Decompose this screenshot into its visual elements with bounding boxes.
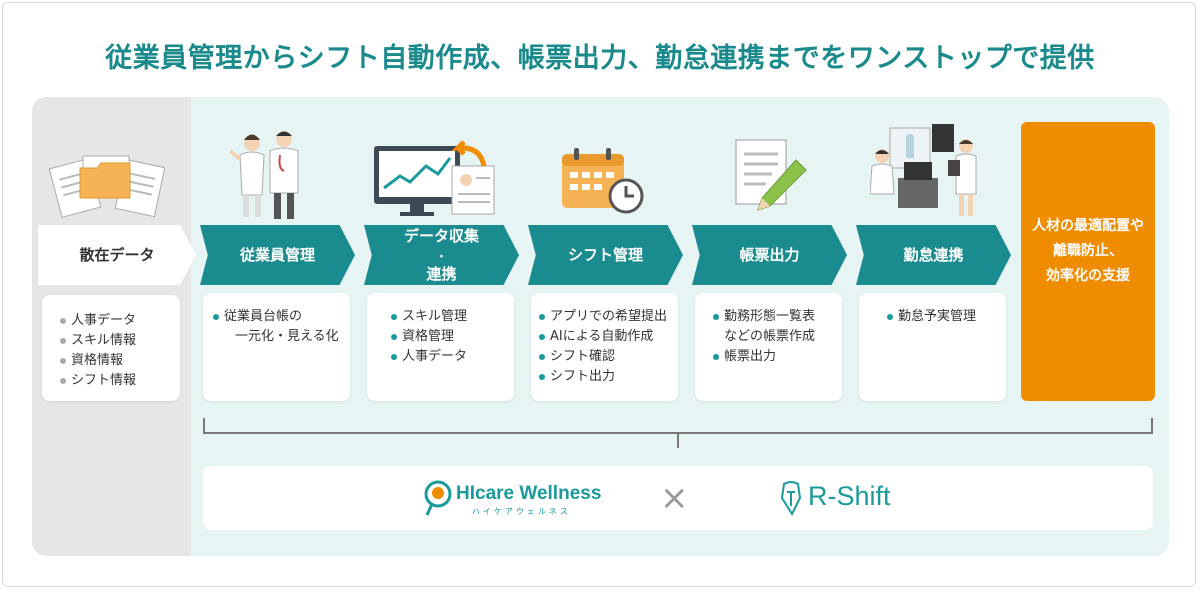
list-item: シフト確認	[539, 347, 670, 367]
document-pencil-icon	[732, 138, 812, 216]
folder-documents-icon	[45, 148, 165, 220]
card-attendance-link: 勤怠予実管理	[859, 293, 1006, 401]
list-item: アプリでの希望提出	[539, 307, 670, 327]
card-employee-management: 従業員台帳の 一元化・見える化	[203, 293, 350, 401]
list-item: 資格管理	[391, 327, 506, 347]
list-item: スキル情報	[60, 331, 172, 351]
card-shift-management: アプリでの希望提出 AIによる自動作成 シフト確認 シフト出力	[531, 293, 678, 401]
step-scattered-data: 散在データ	[38, 225, 196, 285]
list-item: 従業員台帳の	[213, 307, 342, 327]
page-title: 従業員管理からシフト自動作成、帳票出力、勤怠連携までをワンストップで提供	[0, 36, 1200, 75]
hicare-wellness-logo-icon	[424, 480, 452, 518]
list-item: シフト情報	[60, 371, 172, 391]
list-item-continued: 一元化・見える化	[213, 327, 342, 347]
list-item: 帳票出力	[713, 347, 834, 367]
list-item: スキル管理	[391, 307, 506, 327]
times-sign: ×	[660, 478, 689, 518]
calendar-clock-icon	[560, 146, 650, 216]
clinic-doctors-icon	[870, 122, 985, 220]
outcome-box: 人材の最適配置や 離職防止、 効率化の支援	[1021, 122, 1155, 401]
hicare-wellness-kana: ハイケアウェルネス	[472, 506, 571, 517]
list-item: 資格情報	[60, 351, 172, 371]
step-attendance-link: 勤怠連携	[856, 225, 1011, 285]
list-item: 人事データ	[391, 347, 506, 367]
list-item: 勤怠予実管理	[887, 307, 998, 327]
list-item-continued: などの帳票作成	[713, 327, 834, 347]
card-form-output: 勤務形態一覧表 などの帳票作成 帳票出力	[695, 293, 842, 401]
list-item: シフト出力	[539, 367, 670, 387]
r-shift-logo-icon	[778, 480, 804, 518]
bracket	[203, 418, 1153, 434]
card-scattered-data: 人事データ スキル情報 資格情報 シフト情報	[42, 295, 180, 401]
hicare-wellness-name: HIcare Wellness	[456, 483, 601, 505]
step-employee-management: 従業員管理	[200, 225, 355, 285]
card-data-collection: スキル管理 資格管理 人事データ	[367, 293, 514, 401]
list-item: AIによる自動作成	[539, 327, 670, 347]
bracket-tick	[677, 433, 679, 448]
r-shift-name: R-Shift	[808, 481, 891, 512]
list-item: 人事データ	[60, 311, 172, 331]
list-item: 勤務形態一覧表	[713, 307, 834, 327]
step-shift-management: シフト管理	[528, 225, 683, 285]
step-form-output: 帳票出力	[692, 225, 847, 285]
medical-staff-icon	[222, 125, 312, 221]
step-data-collection: データ収集・連携	[364, 225, 519, 285]
monitor-chart-icon	[372, 140, 502, 220]
